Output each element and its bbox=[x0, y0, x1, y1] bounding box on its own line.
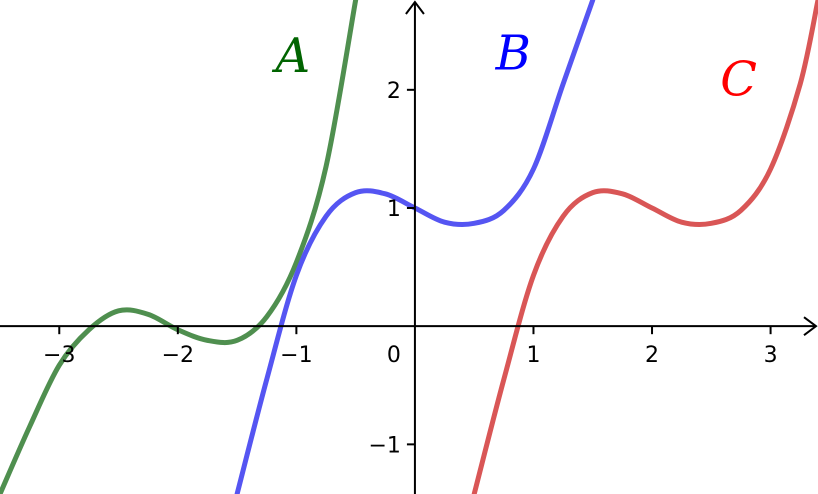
labels-layer: A B C bbox=[271, 26, 756, 108]
x-tick-label: −1 bbox=[280, 343, 312, 368]
y-tick-label: 2 bbox=[387, 79, 401, 104]
curve-a bbox=[0, 0, 359, 494]
x-tick-label: 2 bbox=[645, 343, 659, 368]
y-tick-label: 1 bbox=[387, 197, 401, 222]
ticks-layer: −3 −2 −1 1 2 3 −1 1 2 0 bbox=[43, 79, 778, 459]
y-axis-arrow bbox=[405, 0, 425, 15]
curve-label-b: B bbox=[495, 26, 531, 82]
x-tick-label: 1 bbox=[526, 343, 540, 368]
origin-label: 0 bbox=[387, 343, 401, 368]
x-tick-label: −3 bbox=[43, 343, 75, 368]
x-tick-label: 3 bbox=[764, 343, 778, 368]
x-axis-arrow bbox=[803, 316, 818, 336]
curve-c bbox=[471, 0, 818, 494]
curve-label-c: C bbox=[720, 52, 757, 108]
y-tick-label: −1 bbox=[368, 433, 400, 458]
x-tick-label: −2 bbox=[162, 343, 194, 368]
curve-label-a: A bbox=[271, 28, 310, 84]
